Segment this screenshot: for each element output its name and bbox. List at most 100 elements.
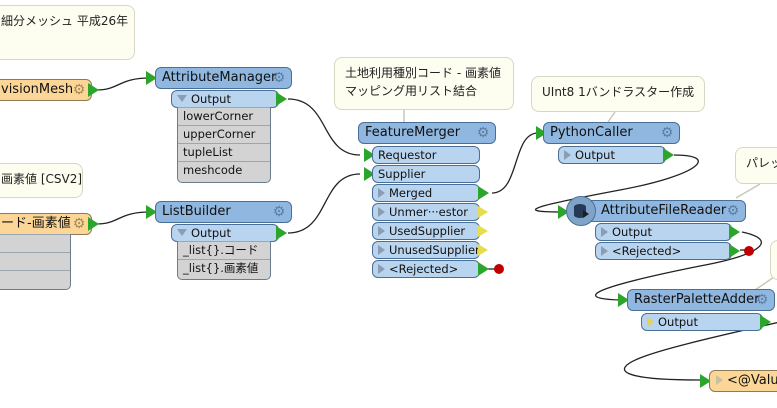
output-port-arrow-icon[interactable] bbox=[276, 226, 287, 240]
port-featuremerger-rejected[interactable]: <Rejected> bbox=[372, 260, 480, 278]
transformer-attributemanager-label: AttributeManager bbox=[162, 70, 277, 85]
expand-triangle-icon[interactable] bbox=[601, 246, 608, 256]
expand-triangle-icon[interactable] bbox=[601, 227, 608, 237]
attribute-row: _list{}.画素値 bbox=[178, 259, 270, 277]
port-label: Output bbox=[658, 315, 698, 329]
expand-triangle-icon[interactable] bbox=[378, 188, 385, 198]
port-attributefilereader-output[interactable]: Output bbox=[595, 223, 732, 241]
annotation-merge-line2: マッピング用リスト結合 bbox=[345, 84, 478, 98]
writer-feature-type-label: <@Valu bbox=[727, 373, 777, 388]
reader-subdivision-mesh-label: visionMesh bbox=[1, 82, 74, 97]
output-port-arrow-icon[interactable] bbox=[729, 244, 740, 258]
output-port-arrow-icon[interactable] bbox=[663, 148, 674, 162]
port-pythoncaller-output[interactable]: Output bbox=[558, 146, 666, 164]
port-featuremerger-merged[interactable]: Merged bbox=[372, 184, 480, 202]
expand-triangle-icon[interactable] bbox=[564, 150, 571, 160]
annotation-palette[interactable]: パレッ bbox=[735, 147, 777, 184]
output-port-arrow-icon[interactable] bbox=[729, 225, 740, 239]
output-port-arrow-icon[interactable] bbox=[88, 217, 99, 231]
port-featuremerger-unmerged-requestor[interactable]: Unmer···estor bbox=[372, 203, 480, 221]
output-port-arrow-icon[interactable] bbox=[478, 262, 489, 276]
gear-icon[interactable]: ⚙ bbox=[72, 216, 86, 232]
writer-feature-type[interactable]: <@Valu bbox=[709, 370, 777, 392]
note-pointer-python bbox=[607, 111, 616, 123]
transformer-pythoncaller[interactable]: PythonCaller ⚙ bbox=[543, 122, 680, 144]
transformer-attributefilereader[interactable]: AttributeFileReader ⚙ bbox=[580, 200, 746, 222]
expand-triangle-icon[interactable] bbox=[378, 226, 385, 236]
expand-triangle-icon[interactable] bbox=[378, 207, 385, 217]
unconnected-port-arrow-icon[interactable] bbox=[478, 244, 488, 256]
unconnected-port-arrow-icon[interactable] bbox=[478, 206, 488, 218]
input-port-arrow-icon[interactable] bbox=[146, 71, 157, 85]
transformer-listbuilder[interactable]: ListBuilder ⚙ bbox=[155, 201, 292, 223]
port-label: Output bbox=[575, 148, 615, 162]
input-port-arrow-icon[interactable] bbox=[618, 293, 629, 307]
port-label: Output bbox=[612, 225, 652, 239]
input-port-arrow-icon[interactable] bbox=[558, 205, 569, 219]
expand-triangle-icon[interactable] bbox=[378, 245, 385, 255]
port-featuremerger-usedsupplier[interactable]: UsedSupplier bbox=[372, 222, 480, 240]
annotation-mesh[interactable]: 細分メッシュ 平成26年 bbox=[0, 5, 135, 60]
rejected-terminator-icon[interactable] bbox=[744, 246, 754, 256]
port-label: Output bbox=[191, 92, 231, 106]
transformer-attributemanager[interactable]: AttributeManager ⚙ bbox=[155, 67, 292, 89]
gear-icon[interactable]: ⚙ bbox=[660, 125, 674, 141]
link-merged-to-pythoncaller bbox=[491, 132, 539, 194]
output-port-arrow-icon[interactable] bbox=[88, 83, 99, 97]
port-featuremerger-requestor[interactable]: Requestor bbox=[372, 146, 480, 164]
transformer-featuremerger-label: FeatureMerger bbox=[365, 125, 461, 140]
gear-icon[interactable]: ⚙ bbox=[72, 82, 86, 98]
expand-triangle-icon[interactable] bbox=[177, 95, 187, 102]
transformer-pythoncaller-label: PythonCaller bbox=[550, 125, 633, 140]
expand-triangle-icon[interactable] bbox=[378, 264, 385, 274]
annotation-csv[interactable]: 画素値 [CSV2] bbox=[0, 163, 83, 198]
expand-triangle-icon[interactable] bbox=[716, 375, 723, 385]
gear-icon[interactable]: ⚙ bbox=[476, 125, 490, 141]
unconnected-port-arrow-icon[interactable] bbox=[478, 225, 488, 237]
database-reader-icon bbox=[566, 196, 596, 226]
reader-subdivision-mesh[interactable]: visionMesh ⚙ bbox=[0, 79, 92, 101]
transformer-featuremerger[interactable]: FeatureMerger ⚙ bbox=[358, 122, 496, 144]
expand-triangle-icon[interactable] bbox=[177, 229, 187, 236]
reader-code-pixel[interactable]: ード-画素値 ⚙ bbox=[0, 213, 92, 235]
port-attributefilereader-rejected[interactable]: <Rejected> bbox=[595, 242, 732, 260]
input-port-arrow-icon[interactable] bbox=[364, 148, 375, 162]
attribute-row: _list{}.コード bbox=[178, 241, 270, 259]
annotation-mesh-text: 細分メッシュ 平成26年 bbox=[1, 14, 129, 28]
note-pointer-palette bbox=[735, 183, 761, 199]
port-featuremerger-supplier[interactable]: Supplier bbox=[372, 165, 480, 183]
port-label: UsedSupplier bbox=[389, 224, 466, 238]
gear-icon[interactable]: ⚙ bbox=[272, 70, 286, 86]
annotation-palette-2[interactable] bbox=[770, 240, 777, 280]
annotation-python[interactable]: UInt8 1バンドラスター作成 bbox=[531, 76, 705, 112]
annotation-merge[interactable]: 土地利用種別コード - 画素値 マッピング用リスト結合 bbox=[334, 57, 514, 110]
port-featuremerger-unusedsupplier[interactable]: UnusedSupplier bbox=[372, 241, 480, 259]
listbuilder-attribute-list: _list{}.コード _list{}.画素値 bbox=[177, 241, 271, 280]
port-label: <Rejected> bbox=[389, 262, 459, 276]
transformer-listbuilder-label: ListBuilder bbox=[162, 204, 231, 219]
annotation-python-text: UInt8 1バンドラスター作成 bbox=[542, 85, 695, 99]
transformer-rasterpaletteadder[interactable]: RasterPaletteAdder ⚙ bbox=[627, 289, 775, 311]
port-label: Merged bbox=[389, 186, 433, 200]
attributemanager-attribute-list: lowerCorner upperCorner tupleList meshco… bbox=[177, 107, 271, 183]
gear-icon[interactable]: ⚙ bbox=[755, 292, 769, 308]
port-listbuilder-output[interactable]: Output bbox=[171, 224, 279, 242]
gear-icon[interactable]: ⚙ bbox=[726, 203, 740, 219]
reader-code-pixel-attributes bbox=[0, 234, 71, 290]
output-port-arrow-icon[interactable] bbox=[760, 315, 771, 329]
input-port-arrow-icon[interactable] bbox=[700, 374, 711, 388]
transformer-rasterpaletteadder-label: RasterPaletteAdder bbox=[634, 292, 760, 307]
expand-triangle-icon[interactable] bbox=[647, 317, 654, 327]
output-port-arrow-icon[interactable] bbox=[276, 92, 287, 106]
port-label: Output bbox=[191, 226, 231, 240]
port-rasterpaletteadder-output[interactable]: Output bbox=[641, 313, 763, 331]
port-attributemanager-output[interactable]: Output bbox=[171, 90, 279, 108]
gear-icon[interactable]: ⚙ bbox=[272, 204, 286, 220]
port-label: Supplier bbox=[378, 167, 426, 181]
input-port-arrow-icon[interactable] bbox=[146, 205, 157, 219]
input-port-arrow-icon[interactable] bbox=[364, 167, 375, 181]
input-port-arrow-icon[interactable] bbox=[536, 126, 547, 140]
output-port-arrow-icon[interactable] bbox=[478, 186, 489, 200]
rejected-terminator-icon[interactable] bbox=[494, 264, 504, 274]
